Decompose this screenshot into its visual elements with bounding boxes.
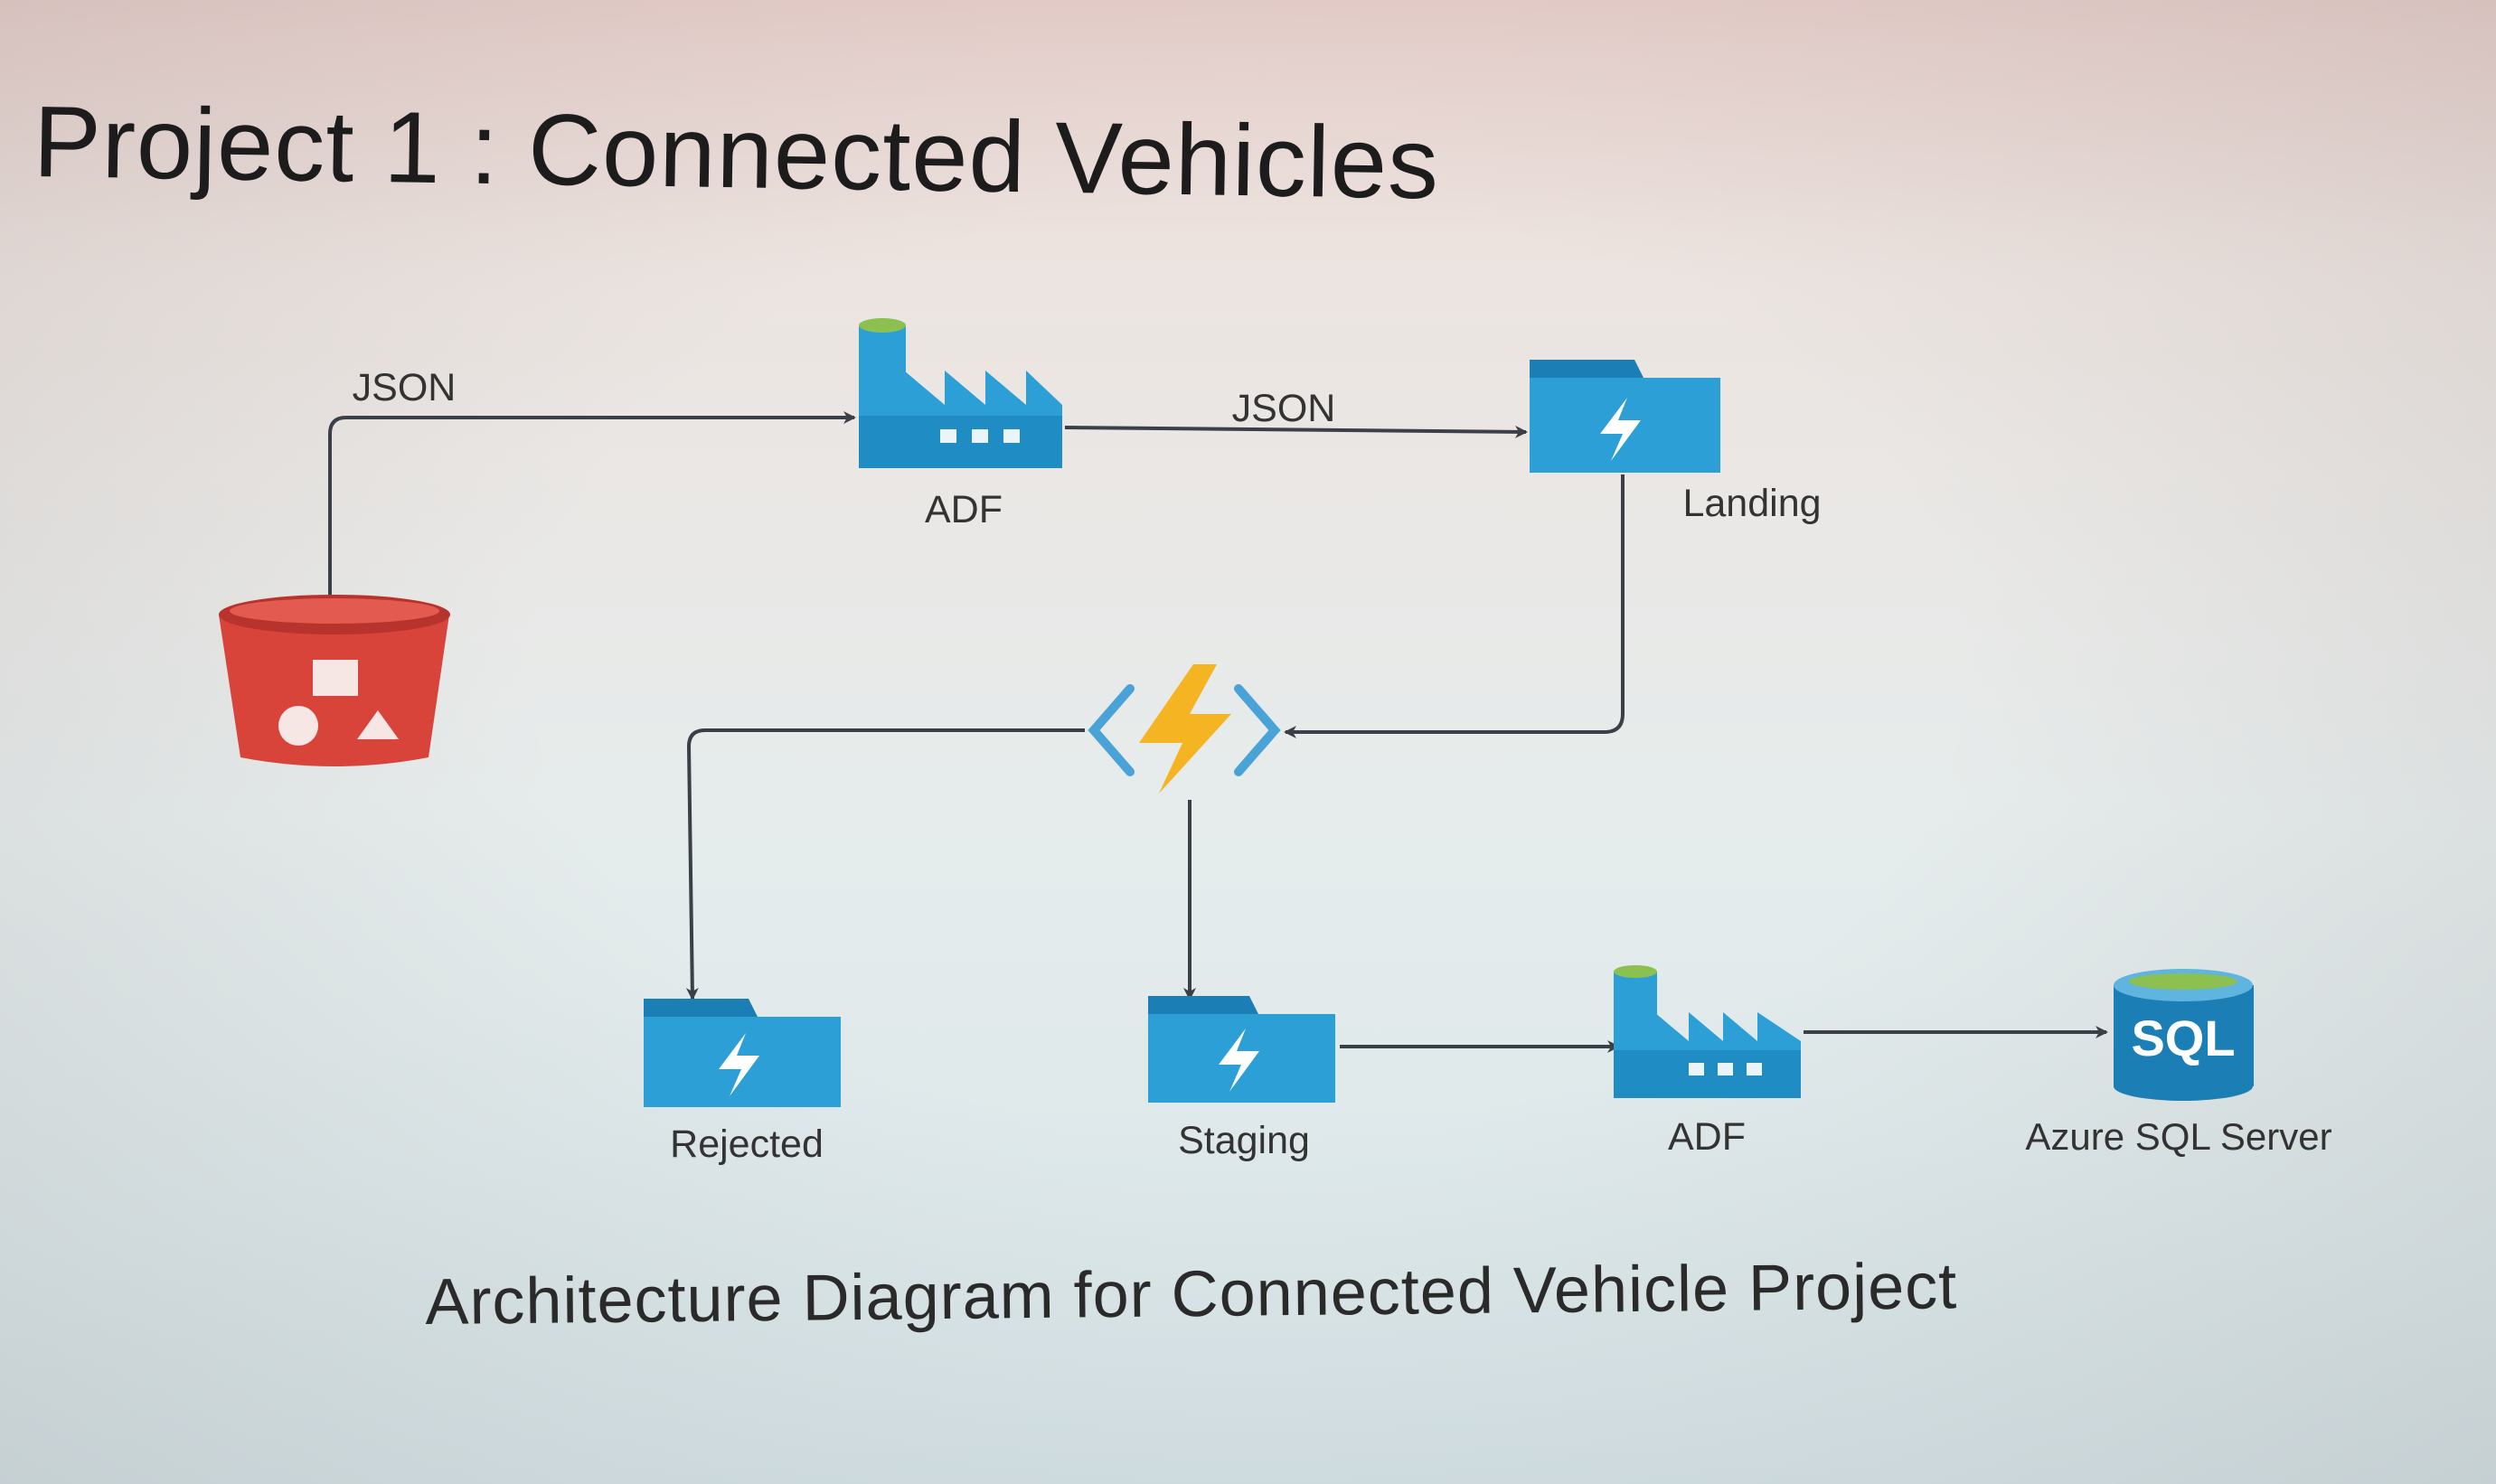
node-label-adf: ADF <box>925 488 1003 531</box>
edge-function-to-rejected <box>685 728 1085 1000</box>
sql-database-icon: SQL <box>2114 969 2254 1101</box>
edge-label-json: JSON <box>352 366 457 409</box>
edge-source-to-adf <box>328 411 856 601</box>
data-lake-folder-icon <box>1530 360 1720 473</box>
edge-label-json: JSON <box>1231 387 1336 430</box>
node-label-adf: ADF <box>1668 1115 1746 1159</box>
node-label-sql-server: Azure SQL Server <box>2025 1115 2332 1158</box>
node-label-landing: Landing <box>1682 482 1822 525</box>
node-label-staging: Staging <box>1178 1119 1310 1162</box>
sql-icon-text: SQL <box>2131 1010 2235 1066</box>
edge-adf-to-landing <box>1064 425 1528 438</box>
data-lake-folder-icon <box>644 999 841 1107</box>
edge-landing-to-function <box>1284 474 1625 738</box>
node-label-rejected: Rejected <box>670 1122 824 1166</box>
azure-function-icon <box>1088 664 1281 794</box>
data-factory-icon <box>859 318 1062 468</box>
data-factory-icon <box>1614 965 1801 1098</box>
storage-bucket-icon <box>219 595 450 766</box>
data-lake-folder-icon <box>1148 996 1335 1103</box>
